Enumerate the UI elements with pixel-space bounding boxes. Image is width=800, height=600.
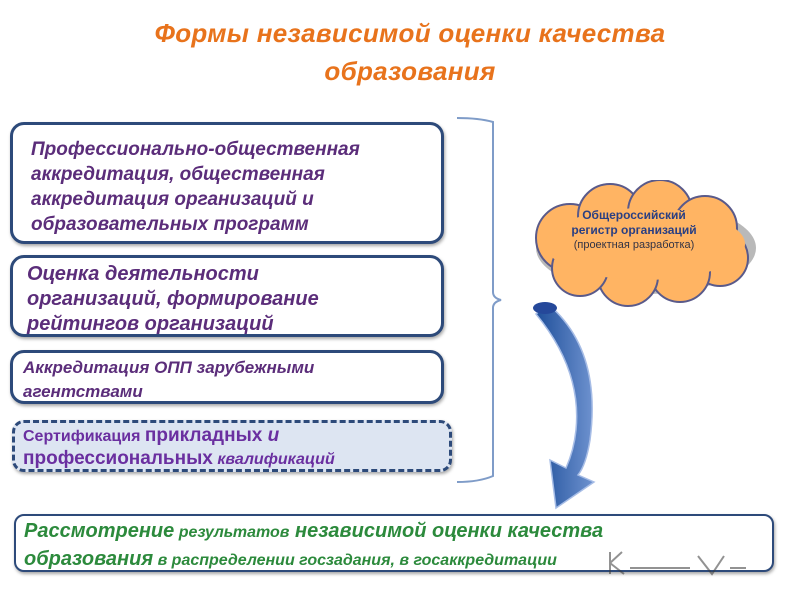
box-line: Аккредитация ОПП зарубежными	[23, 358, 315, 377]
box-result-application: Рассмотрение результатов независимой оце…	[14, 514, 774, 572]
box-line: организаций, формирование	[27, 288, 319, 310]
box-professional-accreditation: Профессионально-общественная аккредитаци…	[10, 122, 444, 244]
result-text: образования	[24, 548, 154, 570]
box-line: Профессионально-общественная	[31, 139, 360, 160]
curved-arrow	[533, 302, 596, 510]
box-foreign-accreditation: Аккредитация ОПП зарубежными агентствами	[10, 350, 444, 404]
result-text: Рассмотрение	[24, 520, 175, 542]
cloud-line: регистр организаций	[571, 223, 697, 237]
result-text: результатов	[174, 524, 290, 541]
cloud-shape	[535, 180, 756, 307]
title-line-2: образования	[324, 56, 496, 86]
page-title: Формы независимой оценки качества образо…	[100, 14, 720, 90]
box-line: образовательных программ	[31, 214, 309, 235]
box-line: рейтингов организаций	[27, 313, 274, 335]
box-line: Оценка деятельности	[27, 263, 259, 285]
title-line-1: Формы независимой оценки качества	[154, 18, 666, 48]
box-qualification-certification: Сертификация прикладных и профессиональн…	[12, 420, 452, 472]
cloud-line: Общероссийский	[582, 208, 686, 222]
box-line: аккредитация, общественная	[31, 164, 325, 185]
box-activity-assessment: Оценка деятельности организаций, формиро…	[10, 255, 444, 337]
box-text: квалификаций	[212, 451, 335, 468]
cloud-registry-label: Общероссийский регистр организаций (прое…	[548, 208, 720, 253]
box-text: профессиональных	[23, 448, 213, 469]
box-line: агентствами	[23, 382, 143, 401]
box-text: и	[262, 425, 280, 446]
grouping-bracket	[456, 117, 502, 483]
box-text: прикладных	[144, 425, 263, 446]
box-text: Сертификация	[23, 428, 145, 445]
cloud-note: (проектная разработка)	[573, 239, 695, 251]
stamp-icon	[609, 551, 746, 576]
result-text: в распределении госзадания, в госаккреди…	[153, 552, 557, 569]
result-text: независимой оценки качества	[289, 520, 604, 542]
box-line: аккредитация организаций и	[31, 189, 314, 210]
